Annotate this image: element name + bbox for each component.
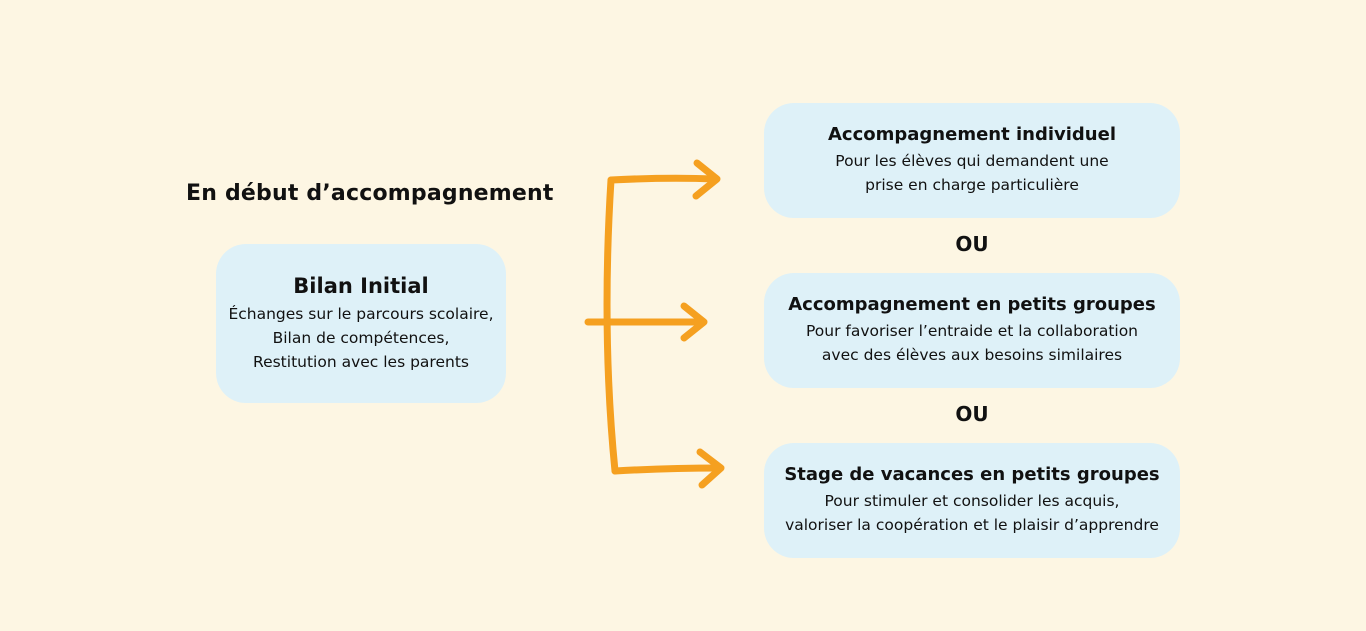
option-holiday-course-box: Stage de vacances en petits groupes Pour… [764, 443, 1180, 558]
separator-ou: OU [955, 232, 989, 256]
arrow-head-option-1 [692, 159, 721, 200]
option-line: prise en charge particulière [865, 176, 1079, 194]
option-line: avec des élèves aux besoins similaires [821, 346, 1123, 364]
section-heading: En début d’accompagnement [186, 181, 554, 206]
bilan-line: Échanges sur le parcours scolaire, [228, 304, 494, 323]
bilan-initial-box: Bilan Initial Échanges sur le parcours s… [216, 244, 506, 403]
arrow-head-option-2 [680, 302, 708, 342]
option-line: Pour favoriser l’entraide et la collabor… [805, 322, 1139, 340]
arrow-head-option-3 [696, 448, 725, 489]
option-title: Accompagnement en petits groupes [788, 294, 1156, 315]
option-title: Accompagnement individuel [828, 124, 1116, 145]
option-small-groups-box: Accompagnement en petits groupes Pour fa… [764, 273, 1180, 388]
arrow-to-option-3 [611, 464, 724, 475]
bilan-line: Restitution avec les parents [253, 352, 469, 371]
separator-ou: OU [955, 402, 989, 426]
branch-vertical-line [603, 176, 619, 475]
option-line: valoriser la coopération et le plaisir d… [785, 516, 1159, 534]
option-line: Pour stimuler et consolider les acquis, [824, 492, 1120, 510]
option-title: Stage de vacances en petits groupes [784, 464, 1160, 485]
bilan-title: Bilan Initial [293, 273, 429, 298]
option-line: Pour les élèves qui demandent une [835, 152, 1109, 170]
option-individual-box: Accompagnement individuel Pour les élève… [764, 103, 1180, 218]
arrow-to-option-1 [607, 174, 719, 184]
bilan-line: Bilan de compétences, [272, 328, 450, 347]
